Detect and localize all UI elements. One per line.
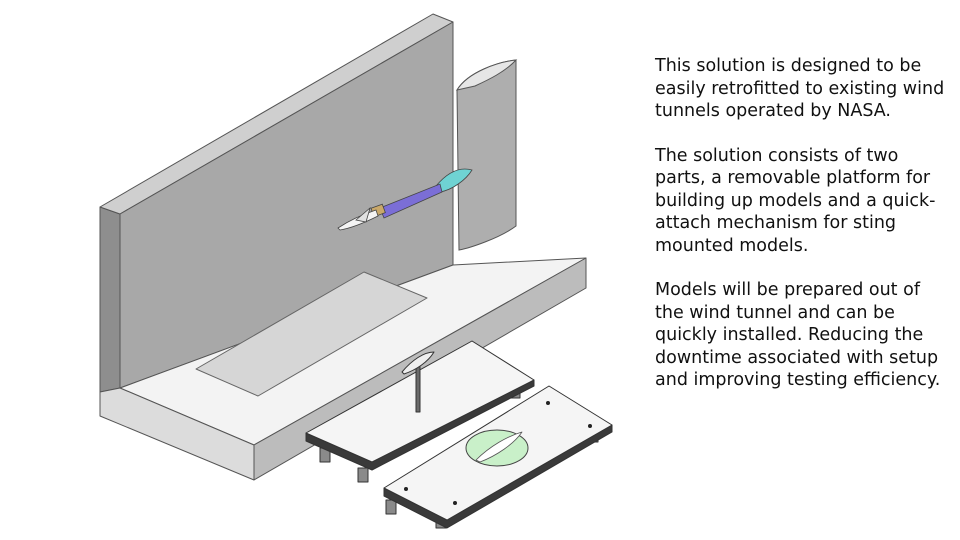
paragraph-efficiency: Models will be prepared out of the wind … — [655, 280, 941, 390]
quick-attach-plate — [383, 385, 613, 529]
wind-tunnel-section — [99, 13, 587, 481]
paragraph-retrofit: This solution is designed to be easily r… — [655, 56, 945, 121]
sting-post — [415, 363, 421, 413]
paragraph-two-parts: The solution consists of two parts, a re… — [655, 145, 936, 256]
quick-attach-foot — [385, 499, 397, 515]
model-nose-cone — [435, 168, 473, 193]
platform-foot — [357, 467, 369, 483]
bolt-hole — [546, 401, 550, 405]
turntable-model — [475, 431, 523, 463]
strut-leading-edge — [455, 59, 518, 91]
description-text: This solution is designed to be easily r… — [655, 55, 950, 414]
floor-opening — [195, 271, 428, 397]
airfoil-strut — [455, 59, 518, 251]
removable-platform — [305, 340, 535, 483]
bolt-hole — [588, 424, 592, 428]
sting-mounted-model — [337, 168, 473, 231]
wall-thickness-side — [99, 206, 121, 393]
sting-shaft — [379, 183, 443, 219]
bolt-hole — [453, 501, 457, 505]
model-wing — [355, 206, 371, 223]
bolt-holes — [404, 401, 592, 505]
wind-tunnel-illustration — [99, 13, 613, 529]
bolt-hole — [404, 487, 408, 491]
platform-model — [401, 351, 435, 375]
